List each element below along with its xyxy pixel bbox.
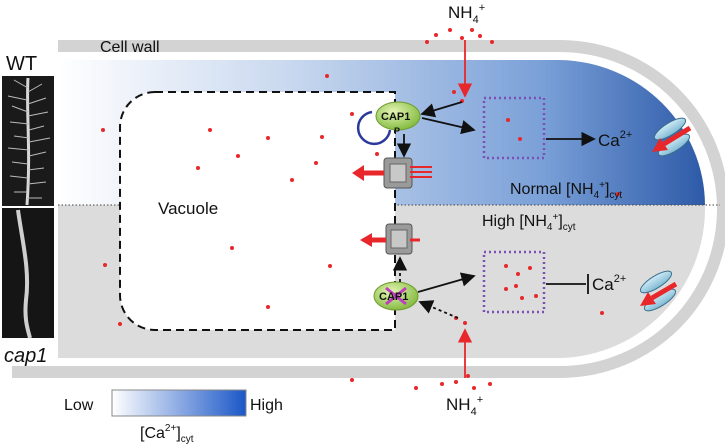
- ca-channel-bottom: [639, 270, 678, 312]
- cap1-root-image: [2, 208, 54, 339]
- signaling-arrows: [392, 101, 596, 319]
- nh4-label-top: NH4+: [448, 2, 485, 26]
- legend-low-label: Low: [64, 397, 94, 414]
- ca-channel-top: [652, 117, 692, 157]
- wt-root-image: [2, 76, 54, 206]
- nh4-label-bottom: NH4+: [446, 394, 483, 418]
- ca-label-top: Ca2+: [598, 129, 632, 150]
- nh4-dots: [101, 28, 620, 390]
- cap1-text-top: CAP1: [381, 111, 410, 123]
- cell-wall: [12, 40, 725, 378]
- cap1-label: cap1: [4, 345, 47, 367]
- high-nh4-label: High [NH4+]cyt: [482, 212, 576, 233]
- ca-store-box-top: [482, 96, 546, 160]
- ca-legend: Low High [Ca2+]cyt: [64, 389, 283, 445]
- legend-ca-label: [Ca2+]cyt: [140, 423, 194, 445]
- ca-store-box-bottom: [482, 250, 546, 314]
- vacuole: [119, 91, 396, 331]
- wt-label: WT: [6, 53, 37, 75]
- vacuolar-efflux-arrow-bottom: [360, 233, 420, 247]
- normal-nh4-label: Normal [NH4+]cyt: [510, 180, 622, 201]
- cap1-kinase-normal: CAP1 P: [356, 101, 421, 146]
- cap1-text-bottom: CAP1: [379, 291, 408, 303]
- phospho-mark: P: [394, 126, 400, 136]
- legend-high-label: High: [250, 397, 283, 414]
- vacuolar-transporter-bottom: [385, 223, 413, 255]
- vacuolar-transporter-top: [383, 157, 413, 189]
- vacuole-label: Vacuole: [158, 199, 218, 218]
- cap1-kinase-high: CAP1: [373, 281, 419, 311]
- cell-wall-label: Cell wall: [100, 39, 160, 56]
- vacuolar-efflux-arrow-top: [352, 165, 432, 181]
- ca-label-bottom: Ca2+: [592, 273, 626, 294]
